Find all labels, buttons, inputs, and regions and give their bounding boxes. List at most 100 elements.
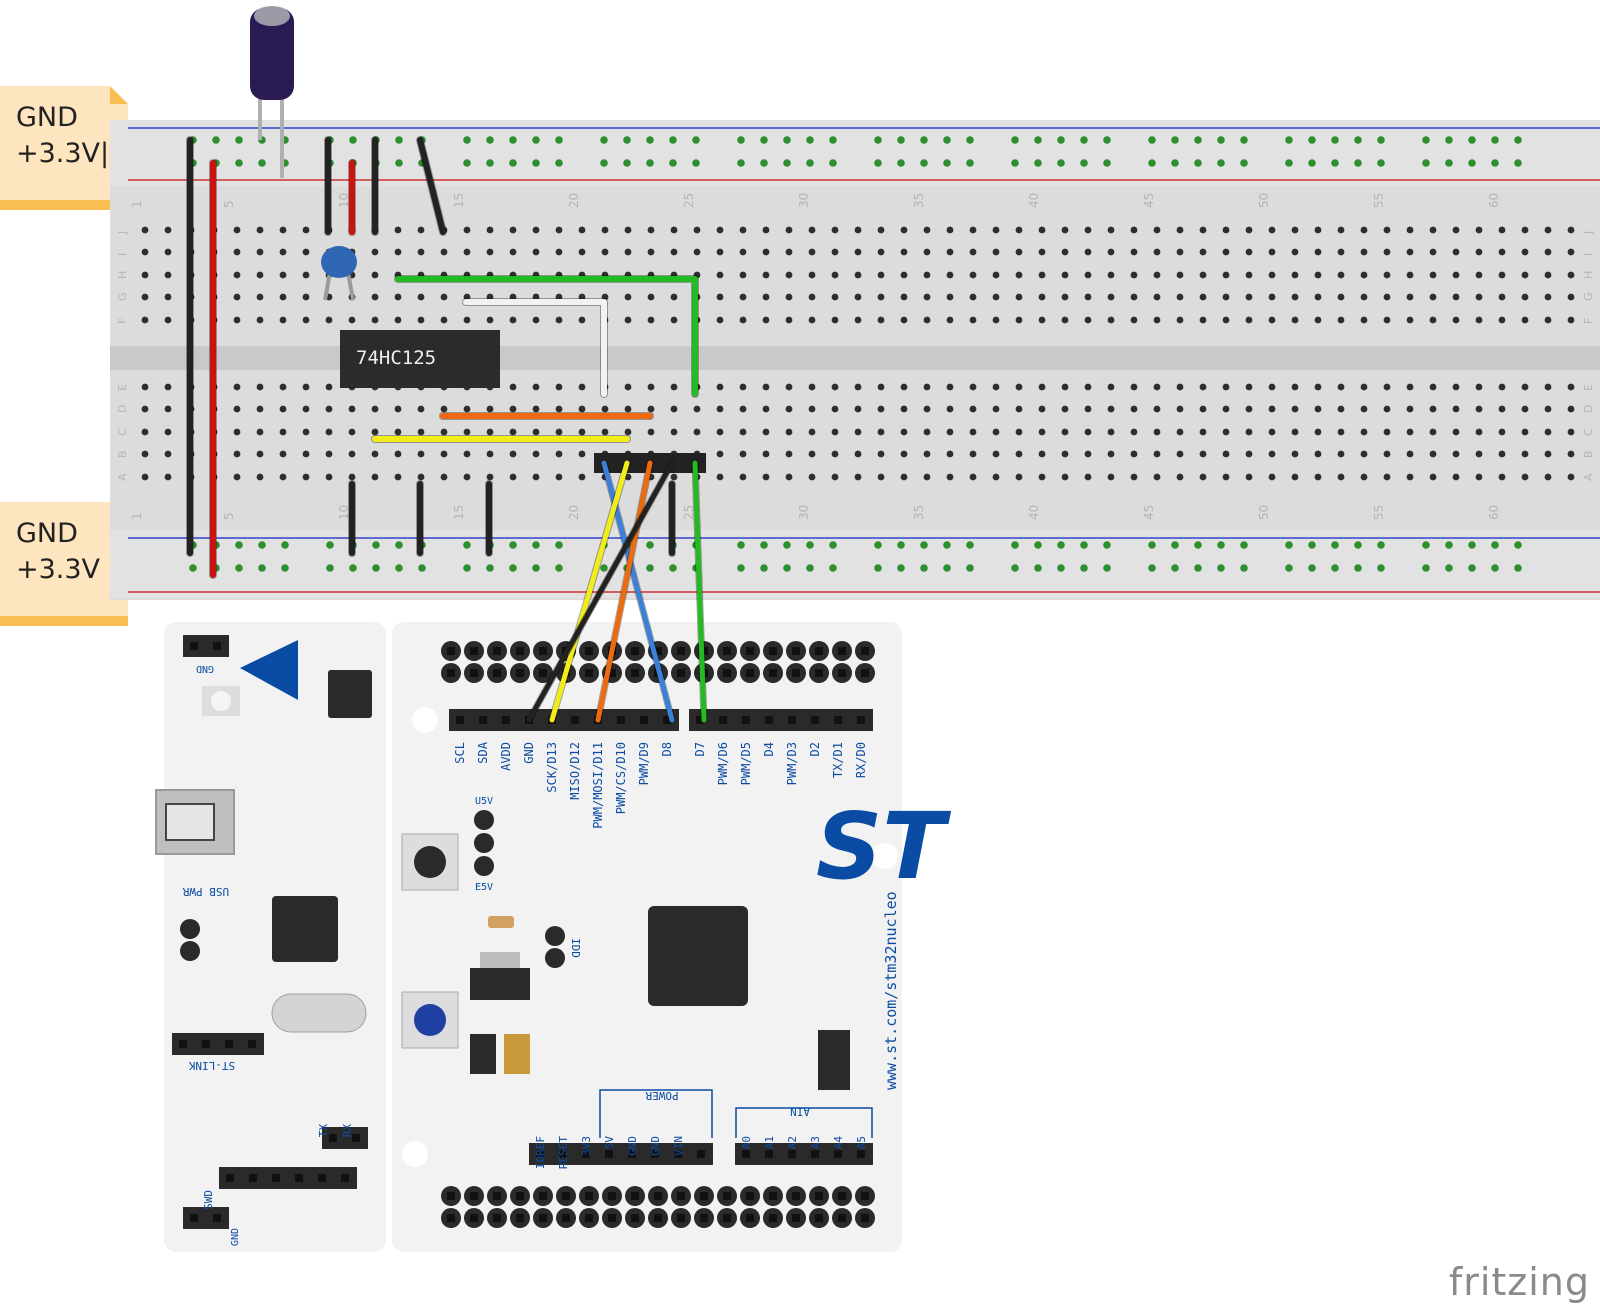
breadboard-hole [486,316,494,324]
breadboard-hole [808,428,816,436]
breadboard-hole [164,271,172,279]
morpho-pin-hole [815,669,823,677]
breadboard-hole [1153,428,1161,436]
breadboard-hole [1567,450,1575,458]
rail-hole [532,159,540,167]
ain-bracket [735,1107,873,1138]
rail-hole [235,564,243,572]
rail-hole [692,159,700,167]
voltage-regulator [470,968,530,1000]
breadboard-hole [141,316,149,324]
rail-hole [1171,136,1179,144]
breadboard-hole [923,383,931,391]
breadboard-hole [624,248,632,256]
breadboard-hole [509,473,517,481]
board-label: AIN [790,1105,810,1118]
morpho-pin-hole [447,669,455,677]
breadboard-hole [1199,405,1207,413]
breadboard-hole [1406,293,1414,301]
breadboard-hole [1038,383,1046,391]
rail-top [110,120,1600,186]
header-txrx-pin [352,1134,360,1142]
note-line: +3.3V [16,554,101,585]
breadboard-hole [1452,405,1460,413]
morpho-pin-hole [677,1192,685,1200]
rail-hole [1148,136,1156,144]
breadboard-hole [1406,316,1414,324]
column-number: 55 [1372,193,1386,208]
breadboard-hole [509,316,517,324]
electrolytic-capacitor [250,8,294,100]
breadboard-hole [233,383,241,391]
ceramic-capacitor [321,246,357,278]
breadboard-hole [647,428,655,436]
breadboard-hole [1176,405,1184,413]
breadboard-hole [578,383,586,391]
rail-hole [829,564,837,572]
morpho-pin-hole [654,1214,662,1222]
wire [595,460,653,723]
morpho-pin-hole [608,1214,616,1222]
breadboard-hole [486,405,494,413]
rail-hole [1240,541,1248,549]
breadboard-hole [1452,450,1460,458]
breadboard-hole [1429,473,1437,481]
breadboard-hole [371,316,379,324]
header-ain-strip [735,1143,873,1165]
breadboard-hole [992,271,1000,279]
rail-hole [806,541,814,549]
column-number: 40 [1027,505,1041,520]
rail-hole [1011,136,1019,144]
rail-hole [806,136,814,144]
breadboard-hole [900,473,908,481]
breadboard-hole [670,226,678,234]
pin-label: SCL [453,742,467,764]
breadboard-hole [1452,316,1460,324]
rail-hole [1514,136,1522,144]
breadboard-hole [762,271,770,279]
breadboard-hole [969,428,977,436]
breadboard-hole [808,450,816,458]
rail-hole [1217,564,1225,572]
breadboard-hole [785,405,793,413]
main-mcu [648,906,748,1006]
rail-hole [1080,159,1088,167]
header-stlink-pin [202,1040,210,1048]
rail-hole [646,136,654,144]
breadboard-hole [785,383,793,391]
jumper-pin [180,941,200,961]
rail-hole [1285,136,1293,144]
rail-hole [920,541,928,549]
morpho-pin-hole [631,669,639,677]
breadboard-hole [578,293,586,301]
breadboard-hole [992,473,1000,481]
pin-label: A5 [855,1136,868,1149]
rail-hole [1057,159,1065,167]
breadboard-hole [900,271,908,279]
breadboard-hole [1521,450,1529,458]
breadboard-hole [1153,473,1161,481]
breadboard-hole [371,405,379,413]
rail-hole [760,541,768,549]
morpho-pin-hole [562,1214,570,1222]
breadboard-hole [900,248,908,256]
rail-hole [897,541,905,549]
breadboard-hole [394,293,402,301]
breadboard-hole [693,428,701,436]
wire [549,460,630,723]
breadboard-hole [1544,383,1552,391]
rail-hole [1011,541,1019,549]
breadboard-hole [1429,293,1437,301]
morpho-pin-hole [585,1214,593,1222]
breadboard-hole [141,405,149,413]
header-top-left-pin [571,716,579,724]
breadboard-hole [164,428,172,436]
rail-hole [1354,541,1362,549]
breadboard-hole [1521,316,1529,324]
board-label: U5V [475,796,493,807]
rail-hole [669,136,677,144]
header-top-right-pin [811,716,819,724]
breadboard-hole [1475,271,1483,279]
rail-hole [600,159,608,167]
jumper-block [818,1030,850,1090]
